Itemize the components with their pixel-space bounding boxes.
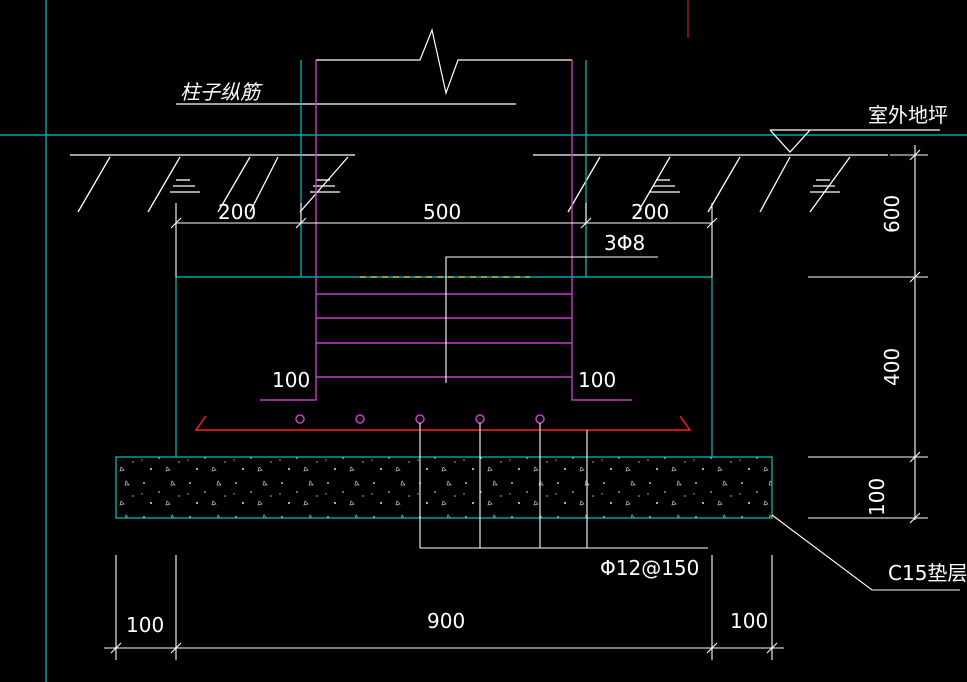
cushion-layer <box>115 456 773 519</box>
dim-100-bottom-left: 100 <box>126 613 164 637</box>
dim-400: 400 <box>880 348 904 386</box>
column-break-line <box>316 27 572 96</box>
bottom-rebar-label: Φ12@150 <box>600 556 699 580</box>
right-dimension <box>808 145 928 524</box>
bottom-rebar-red <box>194 415 692 431</box>
dim-100-bed: 100 <box>865 478 889 516</box>
dim-100-right-step: 100 <box>578 368 616 392</box>
stirrup-label: 3Φ8 <box>604 231 645 255</box>
elevation-symbol <box>769 129 940 153</box>
footing-outline <box>175 276 713 457</box>
dim-900: 900 <box>427 609 465 633</box>
dim-500: 500 <box>423 200 461 224</box>
top-dimension <box>170 203 718 277</box>
column-rebar-label: 柱子纵筋 <box>180 80 263 104</box>
cushion-label: C15垫层 <box>888 561 967 585</box>
dim-200-left: 200 <box>218 200 256 224</box>
dim-100-left-step: 100 <box>272 368 310 392</box>
dim-600: 600 <box>880 195 904 233</box>
stirrup-leader <box>445 256 658 383</box>
bottom-rebar-leader <box>419 423 708 549</box>
outdoor-ground-label: 室外地坪 <box>868 103 948 127</box>
column-outline <box>300 60 587 277</box>
dim-200-right: 200 <box>631 200 669 224</box>
bottom-dimension <box>104 555 784 660</box>
column-rebar <box>260 60 632 401</box>
dim-100-bottom-right: 100 <box>730 609 768 633</box>
cushion-leader <box>771 514 960 591</box>
ground-hatch <box>70 154 888 213</box>
